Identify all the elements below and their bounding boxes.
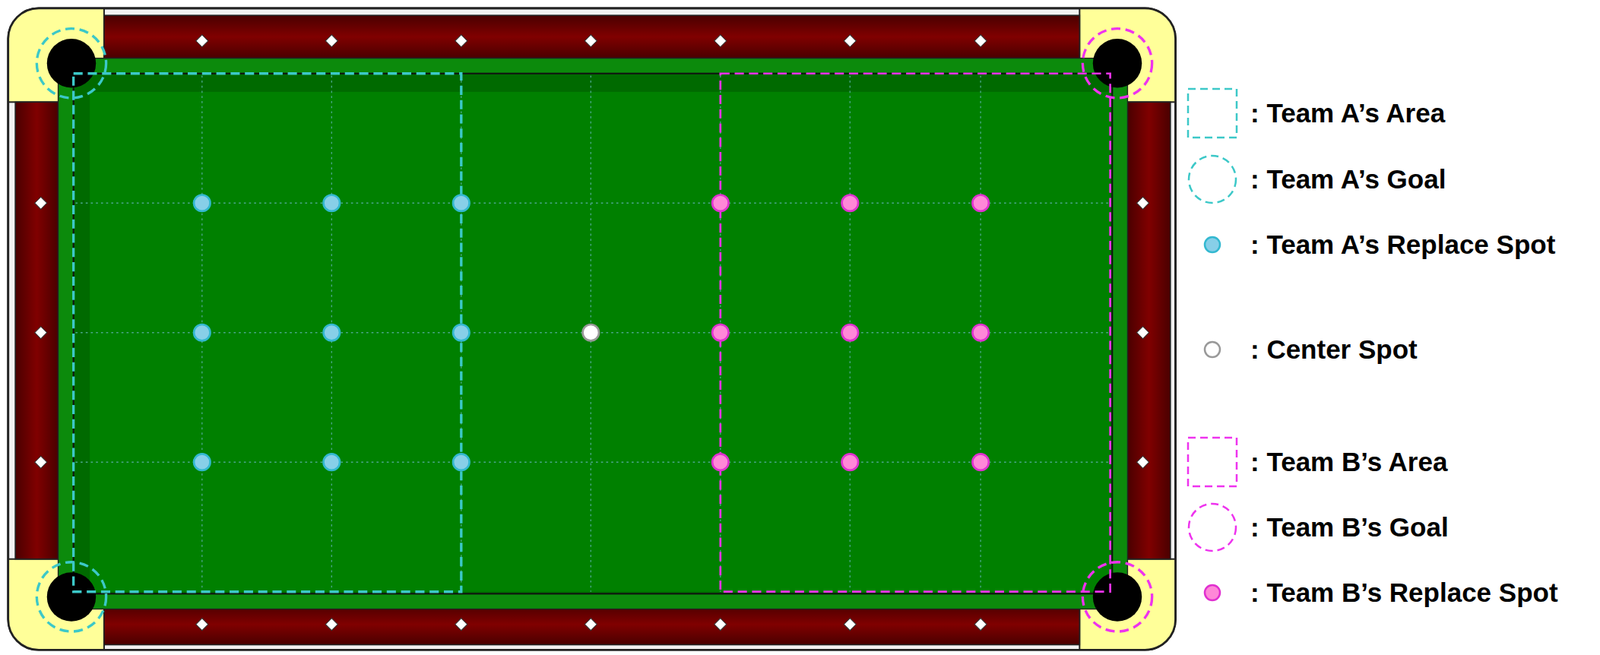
team-a-replace-spot	[193, 194, 210, 211]
felt-shade	[73, 73, 1113, 595]
rail-diamond	[196, 618, 209, 631]
legend-swatch	[1183, 320, 1242, 379]
legend-row: : Team A’s Goal	[1183, 150, 1446, 209]
table-frame-outline	[8, 8, 1176, 650]
rail-diamond	[34, 196, 48, 210]
rail	[15, 101, 58, 559]
rail-diamond	[974, 618, 987, 631]
legend-swatch	[1183, 498, 1242, 557]
rail-diamond	[455, 34, 468, 48]
team-b-replace-spot	[972, 324, 989, 341]
legend-label: : Team B’s Replace Spot	[1250, 578, 1559, 609]
spot-swatch	[1204, 237, 1220, 253]
legend-label: : Team A’s Goal	[1250, 164, 1446, 195]
team-b-area	[720, 73, 1111, 593]
team-a-replace-spot	[323, 324, 340, 341]
team-b-replace-spot	[972, 453, 989, 470]
legend-swatch	[1183, 433, 1242, 492]
team-a-replace-spot	[453, 453, 469, 470]
legend-row: : Team B’s Replace Spot	[1183, 563, 1559, 622]
team-a-replace-spot	[323, 453, 340, 470]
center-spot	[582, 324, 599, 341]
grid-line	[75, 462, 1110, 463]
rail-diamond	[34, 456, 48, 469]
table-frame	[8, 8, 1176, 650]
team-b-replace-spot	[712, 324, 729, 341]
legend-row: : Team B’s Area	[1183, 433, 1448, 492]
rail-diamond	[1137, 326, 1150, 340]
team-b-replace-spot	[972, 194, 989, 211]
rail-diamond	[714, 618, 727, 631]
team-b-replace-spot	[712, 453, 729, 470]
legend-label: : Center Spot	[1250, 335, 1418, 365]
legend-row: : Center Spot	[1183, 320, 1418, 379]
rail-diamond	[714, 34, 727, 48]
legend-row: : Team B’s Goal	[1183, 498, 1449, 557]
felt	[89, 91, 1110, 593]
rail-diamond	[325, 34, 338, 48]
rail-diamond	[843, 618, 856, 631]
team-b-replace-spot	[712, 194, 729, 211]
rail	[1127, 101, 1170, 559]
legend-swatch	[1183, 215, 1242, 274]
team-a-replace-spot	[323, 194, 340, 211]
goal-ring	[36, 28, 106, 99]
team-a-area	[73, 73, 462, 593]
cushion	[58, 58, 1128, 610]
rail	[104, 604, 1080, 646]
rail-diamond	[584, 618, 597, 631]
rail-diamond	[584, 34, 597, 48]
rail-diamond	[974, 34, 987, 48]
rail-diamond	[1137, 196, 1150, 210]
rail	[104, 15, 1080, 58]
team-b-replace-spot	[842, 453, 859, 470]
legend-swatch	[1183, 150, 1242, 209]
goal-ring	[1082, 562, 1152, 632]
pocket	[47, 572, 96, 621]
rail-diamond	[34, 326, 48, 340]
team-b-replace-spot	[842, 324, 859, 341]
rail-diamond	[455, 618, 468, 631]
team-a-replace-spot	[193, 324, 210, 341]
legend-swatch	[1183, 563, 1242, 622]
rail-diamond	[196, 34, 209, 48]
legend-row: : Team A’s Area	[1183, 84, 1445, 143]
spot-swatch	[1204, 585, 1220, 601]
goal-ring	[36, 562, 106, 632]
grid-line	[75, 202, 1110, 204]
rail-diamond	[325, 618, 338, 631]
spot-swatch	[1204, 342, 1220, 358]
legend-swatch	[1183, 84, 1242, 143]
area-swatch	[1188, 437, 1237, 487]
team-a-replace-spot	[453, 194, 469, 211]
goal-swatch	[1188, 155, 1236, 203]
team-a-replace-spot	[453, 324, 469, 341]
team-b-replace-spot	[842, 194, 859, 211]
team-a-replace-spot	[193, 453, 210, 470]
goal-ring	[1082, 28, 1152, 99]
rail-diamond	[1137, 456, 1150, 469]
legend-label: : Team B’s Goal	[1250, 513, 1449, 543]
legend-label: : Team A’s Area	[1250, 98, 1445, 129]
pocket	[1093, 572, 1142, 621]
rail-diamond	[843, 34, 856, 48]
legend-row: : Team A’s Replace Spot	[1183, 215, 1556, 274]
area-swatch	[1188, 88, 1237, 138]
goal-swatch	[1188, 503, 1236, 552]
pocket	[47, 38, 96, 88]
pocket	[1093, 38, 1142, 88]
legend-label: : Team B’s Area	[1250, 447, 1448, 478]
legend-label: : Team A’s Replace Spot	[1250, 230, 1556, 260]
